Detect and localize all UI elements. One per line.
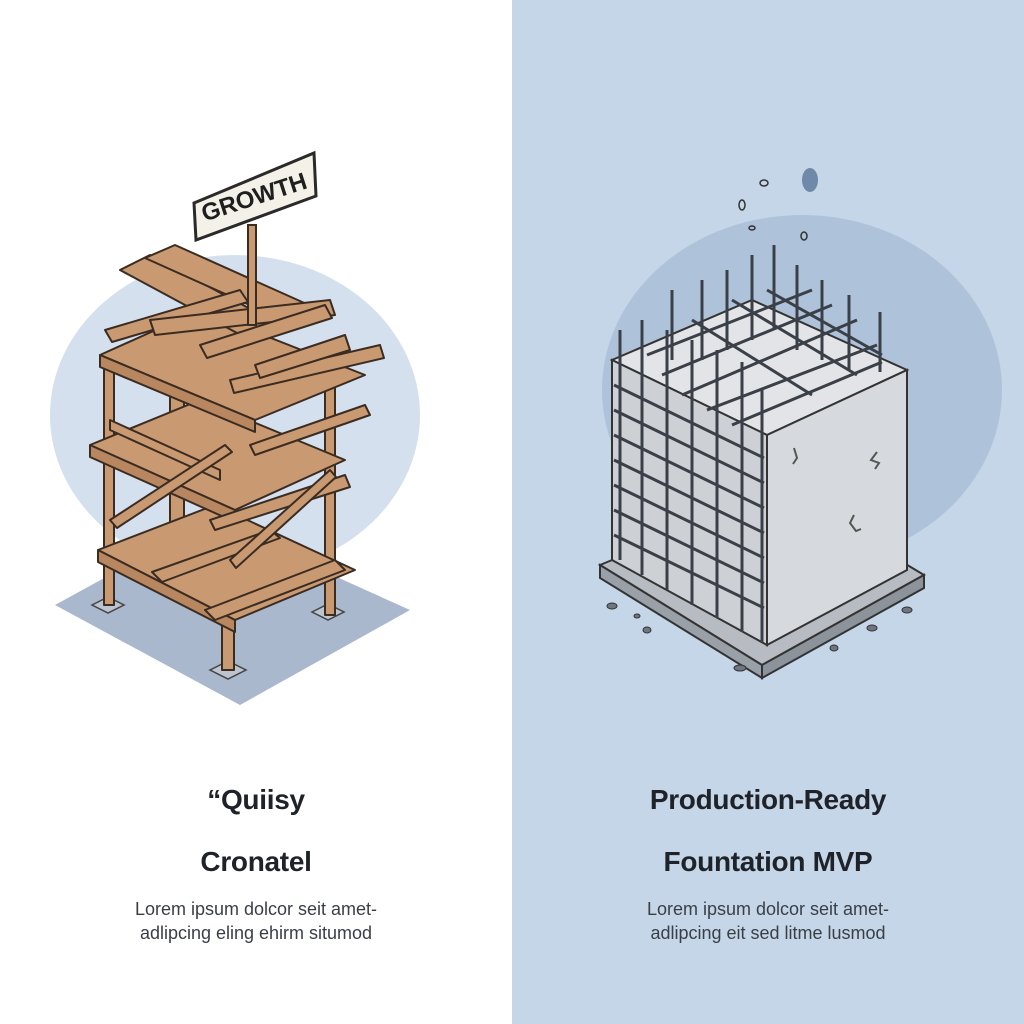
- left-description-line2: adlipcing eling ehirm situmod: [139, 923, 373, 943]
- right-description-line2: adlipcing eit sed litme lusmod: [650, 923, 886, 943]
- wooden-scaffold: [89, 244, 385, 671]
- concrete-cracks: [792, 447, 881, 533]
- growth-sign: [192, 150, 318, 243]
- scaffolding-illustration: GROWTH: [50, 150, 420, 705]
- rebar-grid: [613, 245, 883, 642]
- left-title-line1: “Quiisy: [207, 784, 305, 815]
- water-drop-icon: [802, 168, 818, 192]
- left-title-line2: Cronatel: [200, 846, 312, 877]
- left-description-line1: Lorem ipsum dolcor seit amet-: [134, 899, 378, 919]
- concrete-block: [609, 298, 910, 647]
- right-description-line1: Lorem ipsum dolcor seit amet-: [646, 899, 890, 919]
- right-title-line2: Fountation MVP: [663, 846, 873, 877]
- right-title-line1: Production-Ready: [649, 784, 887, 815]
- right-panel: Production-Ready Fountation MVP Lorem ip…: [512, 0, 1024, 1024]
- left-panel: GROWTH “Quiisy Cronatel Lorem ipsum dolc…: [50, 150, 420, 943]
- foundation-illustration: [597, 168, 1002, 680]
- concrete-debris: [606, 602, 913, 672]
